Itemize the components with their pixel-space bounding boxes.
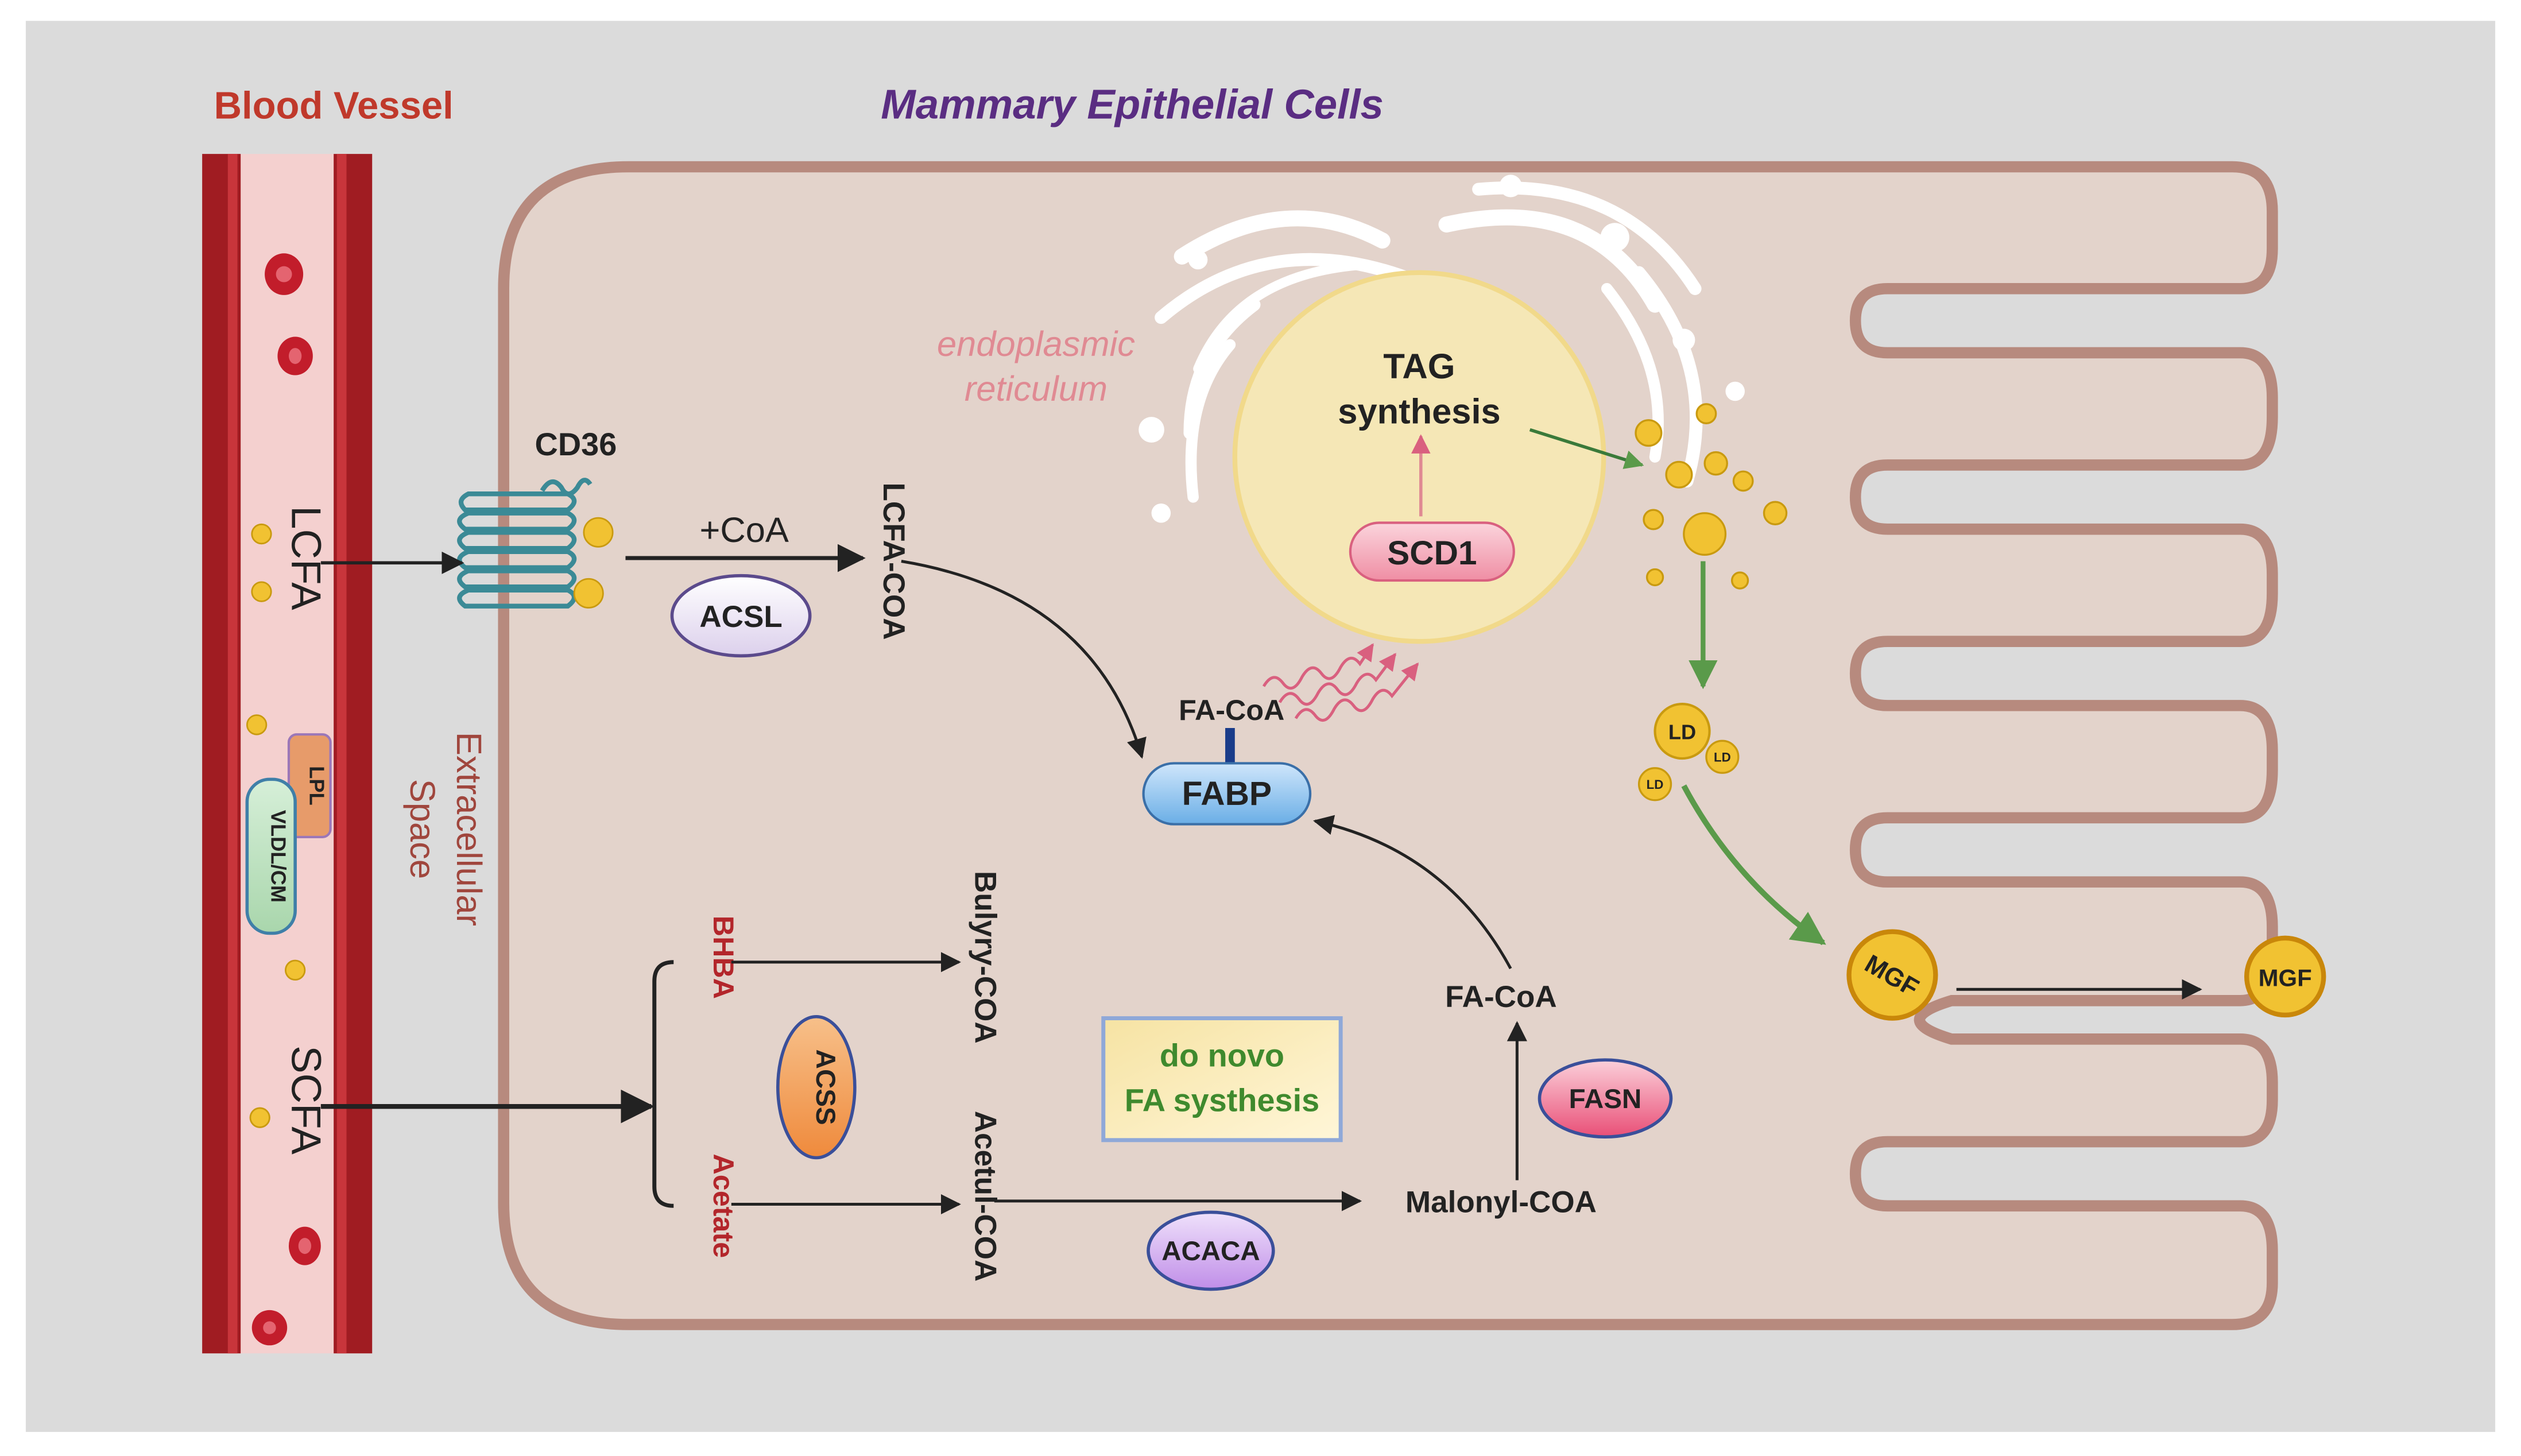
fatty-acid-droplet-icons — [246, 523, 306, 1128]
ld-to-mgf-arrow — [1681, 784, 1826, 946]
mammary-cells-title: Mammary Epithelial Cells — [881, 82, 1384, 128]
svg-text:LD: LD — [1647, 777, 1664, 792]
vldl-cm-box: VLDL/CM — [245, 777, 297, 935]
extracellular-space-label: Space — [402, 779, 442, 879]
tag-to-lipid-arrow — [1529, 428, 1644, 469]
ld-large: LD — [1653, 703, 1711, 760]
lpl-box: LPL — [287, 733, 332, 839]
scfa-label: SCFA — [283, 1045, 330, 1155]
svg-text:VLDL/CM: VLDL/CM — [266, 810, 290, 903]
red-blood-cell-icons — [251, 253, 321, 1346]
svg-text:SCD1: SCD1 — [1387, 535, 1477, 572]
mgf-inner: MGF — [1846, 929, 1938, 1021]
svg-text:LD: LD — [1714, 750, 1731, 765]
svg-text:LPL: LPL — [305, 766, 328, 806]
malonyl-coa-label: Malonyl-COA — [1405, 1185, 1597, 1219]
do-novo-box: do novo FA systhesis — [1101, 1016, 1343, 1143]
scfa-branch-bracket — [652, 960, 674, 1208]
lipid-droplet-icons — [1635, 403, 1788, 590]
fa-coa-top-label: FA-CoA — [1179, 694, 1284, 726]
svg-text:ACACA: ACACA — [1161, 1236, 1260, 1267]
fabp-connector — [1225, 728, 1235, 767]
acsl-enzyme: ACSL — [670, 574, 812, 658]
tag-label-line2: synthesis — [1338, 392, 1500, 431]
cd36-label: CD36 — [535, 426, 617, 462]
tag-label-line1: TAG — [1383, 347, 1455, 386]
bhba-label: BHBA — [707, 916, 740, 999]
lcfa-label: LCFA — [283, 506, 330, 610]
ld-small-1: LD — [1705, 739, 1740, 774]
lcfa-coa-to-fabp-arrow — [901, 560, 1147, 759]
bulyry-coa-label: Bulyry-COA — [968, 871, 1002, 1044]
mammary-cell-membrane — [498, 161, 2278, 1330]
ld-small-2: LD — [1637, 767, 1672, 801]
svg-text:FABP: FABP — [1182, 775, 1272, 812]
er-label-line2: reticulum — [965, 369, 1107, 409]
acaca-enzyme: ACACA — [1147, 1210, 1275, 1291]
svg-text:FA systhesis: FA systhesis — [1125, 1082, 1319, 1118]
svg-text:ACSS: ACSS — [810, 1050, 841, 1125]
scd1-enzyme: SCD1 — [1349, 521, 1515, 582]
svg-text:ACSL: ACSL — [699, 600, 782, 634]
extracellular-label: Extracellular — [449, 732, 489, 926]
fatty-acid-tail-icons — [1262, 643, 1419, 722]
acetul-coa-label: Acetul-COA — [968, 1111, 1002, 1282]
fa-coa-to-fabp-arrow — [1313, 815, 1512, 970]
fasn-enzyme: FASN — [1538, 1058, 1673, 1139]
mgf-outer: MGF — [2244, 935, 2326, 1018]
blood-vessel-title: Blood Vessel — [214, 84, 454, 127]
cd36-bound-fatty-acid-icons — [573, 517, 614, 609]
fabp-protein: FABP — [1142, 762, 1312, 826]
blood-vessel — [202, 154, 373, 1354]
er-label-line1: endoplasmic — [937, 324, 1135, 364]
acss-enzyme: ACSS — [776, 1014, 857, 1160]
svg-text:LD: LD — [1668, 721, 1696, 744]
fa-coa-right-label: FA-CoA — [1445, 980, 1556, 1014]
svg-text:do novo: do novo — [1160, 1037, 1284, 1073]
acetate-label: Acetate — [707, 1153, 740, 1258]
svg-text:MGF: MGF — [2259, 965, 2312, 992]
plus-coa-label: +CoA — [699, 510, 788, 550]
svg-text:FASN: FASN — [1569, 1084, 1642, 1114]
cd36-receptor-icon — [457, 478, 593, 609]
